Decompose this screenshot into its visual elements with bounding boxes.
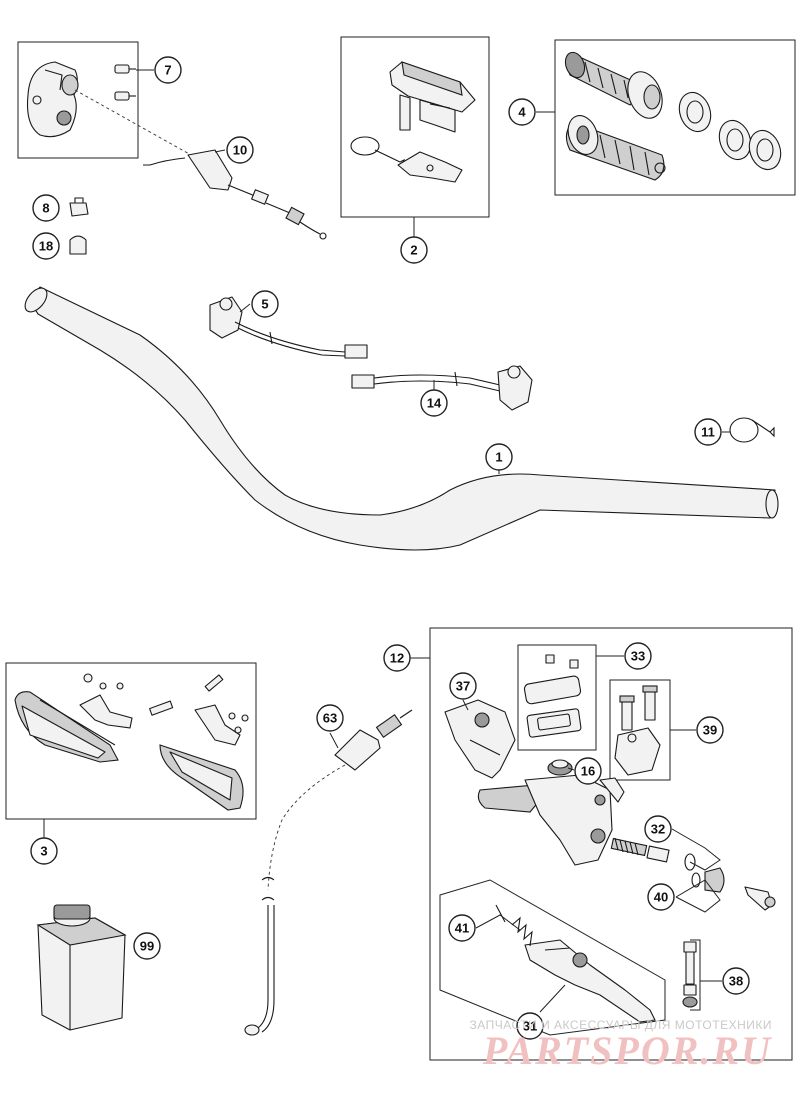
handlebar-part <box>24 286 779 551</box>
callout-5: 5 <box>251 290 279 318</box>
callout-38: 38 <box>722 967 750 995</box>
leader-63 <box>329 732 339 749</box>
callout-12: 12 <box>383 644 411 672</box>
leader-5 <box>239 303 251 313</box>
svg-text:11: 11 <box>701 425 715 440</box>
group-box-33 <box>517 644 597 751</box>
leader-10 <box>214 149 226 153</box>
screw-parts-7 <box>114 64 136 101</box>
watermark: ЗАПЧАСТИ И АКСЕССУАРЫ ДЛЯ МОТОТЕХНИКИ PA… <box>469 1018 772 1073</box>
leader-41 <box>475 914 521 931</box>
svg-text:14: 14 <box>427 396 442 411</box>
cable-tie-part-11 <box>729 417 775 443</box>
group-box-12 <box>429 627 793 1061</box>
leader-31 <box>539 984 566 1013</box>
svg-text:18: 18 <box>39 239 53 254</box>
leader-40 <box>675 879 721 913</box>
svg-text:41: 41 <box>455 921 469 936</box>
svg-text:10: 10 <box>233 143 247 158</box>
callout-40: 40 <box>647 883 675 911</box>
spring-part <box>495 904 533 947</box>
grip-right-part <box>565 115 666 181</box>
callout-31: 31 <box>516 1012 544 1040</box>
piston-part <box>610 837 696 871</box>
watermark-tagline: ЗАПЧАСТИ И АКСЕССУАРЫ ДЛЯ МОТОТЕХНИКИ <box>469 1018 772 1032</box>
handguard-left-part <box>14 691 119 763</box>
watermark-brand: PARTSPOR.RU <box>482 1028 772 1073</box>
group-box-31 <box>439 879 666 1036</box>
callout-4: 4 <box>508 98 536 126</box>
lever-housing-part <box>444 699 516 779</box>
svg-text:40: 40 <box>654 890 668 905</box>
handguard-right-part <box>159 744 244 811</box>
master-cylinder-part <box>477 774 625 866</box>
group-box-2 <box>340 36 490 218</box>
svg-text:5: 5 <box>261 297 268 312</box>
svg-text:12: 12 <box>390 651 404 666</box>
callout-37: 37 <box>449 672 477 700</box>
switch-part-5 <box>209 296 368 359</box>
svg-text:38: 38 <box>729 974 743 989</box>
clip-part-18 <box>69 235 87 255</box>
callout-1: 1 <box>485 443 513 471</box>
group-box-7 <box>17 41 139 159</box>
leader-32 <box>671 828 721 871</box>
callout-14: 14 <box>420 389 448 417</box>
handguard-mount-parts <box>79 673 249 746</box>
group-box-3 <box>5 662 257 820</box>
callout-32: 32 <box>644 815 672 843</box>
group-box-4 <box>554 39 796 196</box>
callout-2: 2 <box>400 236 428 264</box>
lever-part <box>524 939 656 1023</box>
reservoir-cover-part <box>523 654 582 738</box>
switch-part-14 <box>351 365 533 411</box>
grip-rings-part <box>678 91 782 171</box>
bracket-part-2 <box>397 151 463 183</box>
callout-8: 8 <box>32 194 60 222</box>
throttle-cable-part <box>143 149 327 240</box>
leader-16 <box>567 767 575 771</box>
callout-33: 33 <box>624 642 652 670</box>
callout-39: 39 <box>696 716 724 744</box>
clamp-part <box>614 685 661 776</box>
callout-18: 18 <box>32 232 60 260</box>
svg-text:37: 37 <box>456 679 470 694</box>
pin-part <box>744 886 776 911</box>
boot-part <box>691 867 725 893</box>
oil-can-part <box>36 904 127 1031</box>
clutch-line-part <box>244 709 413 1036</box>
callout-41: 41 <box>448 914 476 942</box>
callout-11: 11 <box>694 418 722 446</box>
svg-text:63: 63 <box>323 711 337 726</box>
svg-text:33: 33 <box>631 649 645 664</box>
svg-text:3: 3 <box>40 844 47 859</box>
svg-text:99: 99 <box>140 939 154 954</box>
leader-37 <box>462 699 469 711</box>
callout-99: 99 <box>133 932 161 960</box>
svg-text:1: 1 <box>495 450 502 465</box>
grip-left-part <box>564 51 663 119</box>
start-switch-part <box>389 61 476 133</box>
svg-text:31: 31 <box>523 1019 537 1034</box>
bleed-nut-part <box>547 759 573 776</box>
svg-text:7: 7 <box>164 63 171 78</box>
screw-part-38 <box>682 941 698 1008</box>
callout-63: 63 <box>316 704 344 732</box>
callout-10: 10 <box>226 136 254 164</box>
svg-text:16: 16 <box>581 764 595 779</box>
svg-text:8: 8 <box>42 201 49 216</box>
svg-text:2: 2 <box>410 243 417 258</box>
callout-16: 16 <box>574 757 602 785</box>
svg-text:39: 39 <box>703 723 717 738</box>
leader-38 <box>690 939 722 1011</box>
cable-tie-part-2 <box>350 136 405 167</box>
callout-3: 3 <box>30 837 58 865</box>
svg-text:4: 4 <box>518 105 526 120</box>
clip-part-8 <box>69 197 89 217</box>
callout-7: 7 <box>154 56 182 84</box>
svg-text:32: 32 <box>651 822 665 837</box>
switch-housing-part <box>26 61 79 138</box>
